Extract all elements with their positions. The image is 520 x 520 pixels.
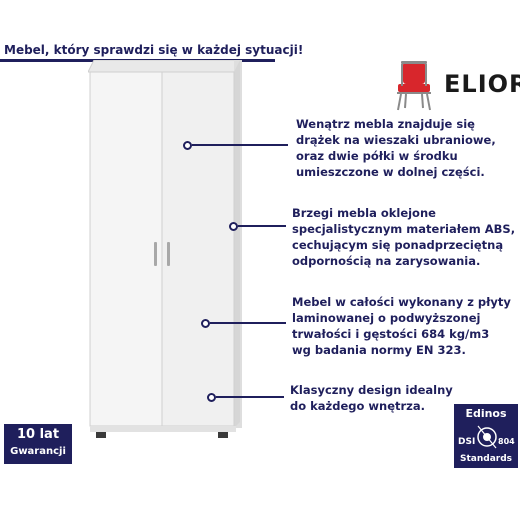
feature-2-line-3: cechującym się ponadprzeciętną [292,238,504,252]
edinos-dsi: DSI [458,437,476,447]
header-text: Mebel, który sprawdzi się w każdej sytua… [4,43,304,57]
feature-4-dot [207,393,216,402]
edinos-number: 804 [498,437,515,446]
feature-3-dot [201,319,210,328]
edinos-title: Edinos [465,407,507,420]
feature-3-line-4: wg badania normy EN 323. [292,343,466,357]
feature-1-line-4: umieszczone w dolnej części. [296,165,485,179]
quality-seal-icon [477,425,497,449]
feature-4-line-1: Klasyczny design idealny [290,383,453,397]
warranty-years: 10 lat [16,427,60,442]
feature-3-line-1: Mebel w całości wykonany z płyty [292,295,511,309]
brand-name: ELIOR [444,70,520,98]
warranty-badge: 10 lat Gwarancji [4,424,72,464]
feature-1-line-3: oraz dwie półki w środku [296,149,458,163]
feature-3-line-2: laminowanej o podwyższonej [292,311,481,325]
feature-4-line-2: do każdego wnętrza. [290,399,426,413]
feature-1-connector [192,144,288,146]
warranty-label: Gwarancji [10,446,66,457]
wardrobe-image [88,60,242,438]
chair-icon [397,61,431,111]
edinos-standards: Standards [459,454,513,464]
feature-4-connector [216,396,284,398]
feature-1-line-2: drążek na wieszaki ubraniowe, [296,133,496,147]
feature-3-line-3: trwałości i gęstości 684 kg/m3 [292,327,490,341]
feature-1-line-1: Wenątrz mebla znajduje się [296,117,475,131]
feature-3-connector [210,322,286,324]
feature-2-connector [238,225,286,227]
feature-2-line-4: odpornością na zarysowania. [292,254,481,268]
brand-logo: ELIOR [388,60,520,115]
feature-2-line-2: specjalistycznym materiałem ABS, [292,222,516,236]
feature-2-line-1: Brzegi mebla oklejone [292,206,436,220]
feature-2-dot [229,222,238,231]
edinos-badge: Edinos DSI 804 Standards [454,404,518,468]
feature-1-dot [183,141,192,150]
